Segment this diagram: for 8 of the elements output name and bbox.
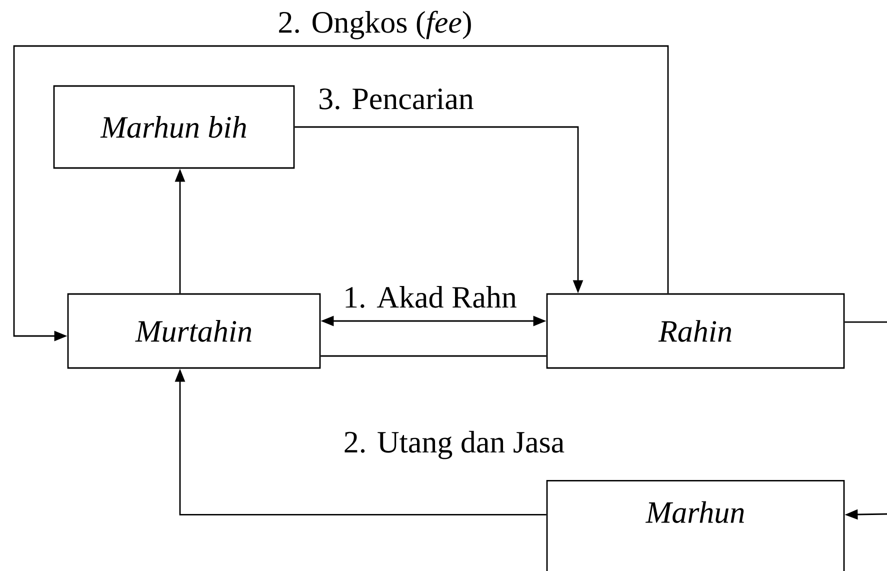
edge-label: 3. Pencarian [316, 86, 476, 112]
edge-label: 2. Ongkos (fee) [276, 8, 474, 42]
edge-label: 2. Utang dan Jasa [341, 428, 567, 462]
process-box: Rahin [546, 293, 845, 369]
process-box: Marhun [546, 480, 845, 571]
process-box: Murtahin [67, 293, 321, 369]
edge-label: 1. Akad Rahn [341, 284, 519, 310]
process-box: Marhun bih [53, 85, 295, 169]
